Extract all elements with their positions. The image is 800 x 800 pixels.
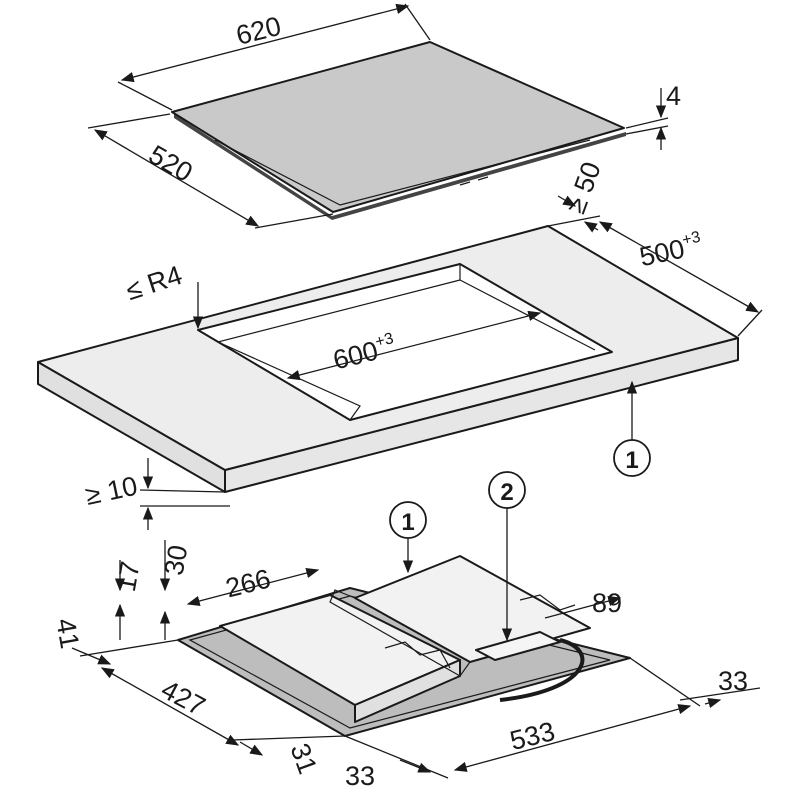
- label-266: 266: [223, 563, 274, 603]
- label-17: 17: [111, 559, 146, 594]
- label-89: 89: [592, 588, 622, 618]
- callout-1-underside: 1: [389, 501, 427, 574]
- dimension-30: 30: [159, 540, 194, 640]
- label-30: 30: [159, 543, 194, 578]
- callout-2-underside: 2: [488, 471, 526, 642]
- callout-number-1: 1: [625, 447, 638, 474]
- dimension-33-bottom: 33: [344, 735, 449, 791]
- label-33-bottom: 33: [345, 761, 375, 791]
- label-427: 427: [156, 674, 210, 722]
- corner-radius-callout: ≤ R4: [122, 260, 204, 330]
- dimension-4: 4: [625, 81, 681, 150]
- label-620: 620: [233, 11, 284, 51]
- label-533: 533: [507, 716, 558, 756]
- dimension-41: 41: [50, 616, 179, 665]
- dimension-89: 89: [544, 588, 622, 619]
- label-r4: ≤ R4: [122, 260, 185, 306]
- dimension-427: 427: [100, 667, 240, 746]
- label-min-10: ≥ 10: [83, 471, 140, 511]
- label-520: 520: [144, 139, 198, 188]
- callout-number-1-underside: 1: [401, 509, 414, 536]
- label-4: 4: [666, 81, 681, 111]
- label-500: 500+3: [637, 229, 705, 273]
- label-33-right: 33: [718, 666, 748, 696]
- label-41: 41: [50, 616, 85, 651]
- callout-1-countertop: 1: [613, 380, 651, 477]
- hob-underside: [177, 555, 631, 737]
- callout-number-2: 2: [500, 479, 513, 506]
- dimension-266: 266: [186, 563, 320, 607]
- dimension-31: 31: [231, 735, 346, 778]
- label-31: 31: [285, 739, 323, 777]
- dimension-17: 17: [111, 559, 146, 640]
- hob-top-view: [171, 41, 626, 220]
- dimension-33-right: 33: [679, 666, 761, 709]
- label-min-50: ≥ 50: [561, 158, 607, 217]
